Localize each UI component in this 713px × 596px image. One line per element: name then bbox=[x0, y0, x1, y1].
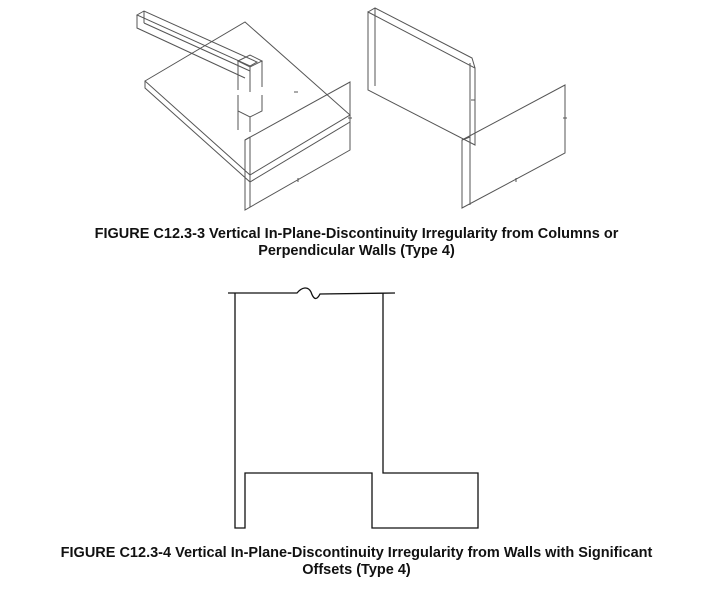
figure-c12-3-3-caption-line2: Perpendicular Walls (Type 4) bbox=[258, 243, 455, 259]
figure-c12-3-3-caption: FIGURE C12.3-3 Vertical In-Plane-Discont… bbox=[0, 226, 713, 260]
upper-wall bbox=[367, 11, 476, 146]
wall-outline bbox=[234, 293, 479, 529]
wall-below bbox=[244, 81, 351, 211]
figure-c12-3-3-caption-line1: FIGURE C12.3-3 Vertical In-Plane-Discont… bbox=[94, 226, 619, 242]
perpendicular-walls-panel bbox=[367, 7, 567, 209]
column-supported-wall-panel bbox=[135, 10, 352, 211]
figure-c12-3-4-caption: FIGURE C12.3-4 Vertical In-Plane-Discont… bbox=[0, 545, 713, 579]
figure-c12-3-4-caption-line2: Offsets (Type 4) bbox=[302, 562, 411, 578]
perpendicular-wall bbox=[461, 84, 566, 209]
transfer-beam bbox=[135, 10, 259, 67]
offset-wall-outline bbox=[228, 287, 479, 529]
top-break-line bbox=[228, 287, 396, 300]
figure-c12-3-4-caption-line1: FIGURE C12.3-4 Vertical In-Plane-Discont… bbox=[60, 545, 653, 561]
